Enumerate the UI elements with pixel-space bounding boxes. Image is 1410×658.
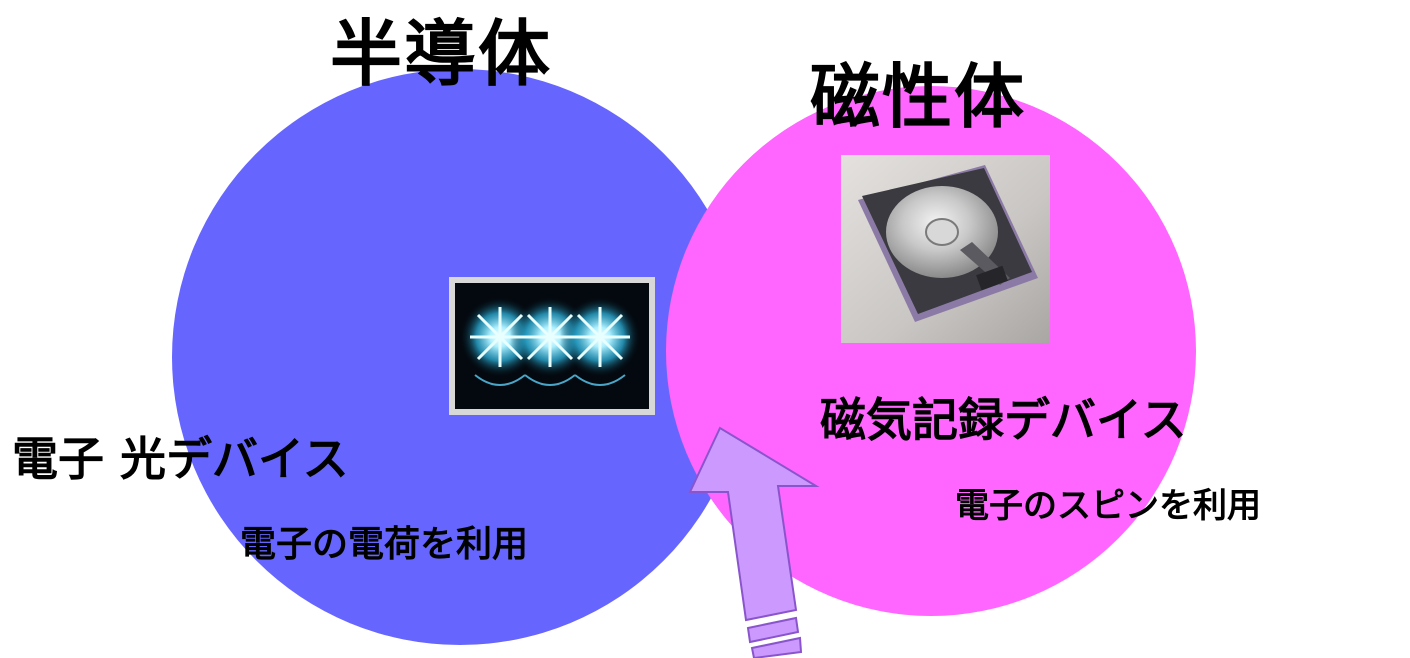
- semiconductor-title: 半導体: [330, 12, 553, 96]
- intersection-arrow: [688, 426, 820, 658]
- magnetic-title: 磁性体: [810, 56, 1026, 138]
- led-photo-icon: [449, 277, 655, 415]
- spin-mechanism-label: 電子のスピンを利用: [955, 486, 1261, 526]
- optical-device-label: 電子 光デバイス: [12, 432, 349, 486]
- charge-mechanism-label: 電子の電荷を利用: [240, 524, 529, 565]
- hard-disk-photo-icon: [841, 155, 1050, 343]
- magnetic-recording-label: 磁気記録デバイス: [820, 393, 1187, 447]
